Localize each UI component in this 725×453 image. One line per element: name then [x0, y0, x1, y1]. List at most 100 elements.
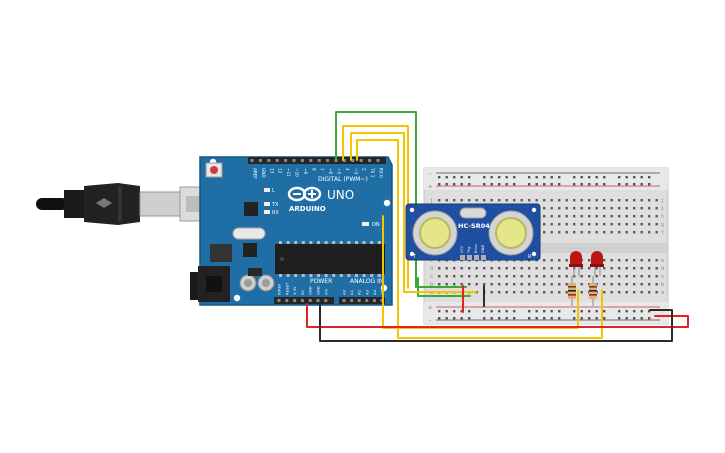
rail-hole[interactable] — [573, 176, 576, 179]
breadboard-hole[interactable] — [453, 199, 456, 202]
analog-pin[interactable] — [357, 299, 361, 302]
breadboard-hole[interactable] — [528, 275, 531, 278]
rail-hole[interactable] — [580, 310, 583, 313]
breadboard-hole[interactable] — [498, 283, 501, 286]
breadboard-hole[interactable] — [558, 267, 561, 270]
rail-hole[interactable] — [588, 310, 591, 313]
breadboard-hole[interactable] — [633, 215, 636, 218]
rail-hole[interactable] — [490, 317, 493, 320]
rail-hole[interactable] — [513, 317, 516, 320]
rail-hole[interactable] — [633, 317, 636, 320]
breadboard-hole[interactable] — [550, 291, 553, 294]
breadboard-hole[interactable] — [565, 275, 568, 278]
breadboard-hole[interactable] — [655, 223, 658, 226]
power-header[interactable] — [274, 297, 334, 304]
breadboard-hole[interactable] — [468, 275, 471, 278]
rail-hole[interactable] — [528, 310, 531, 313]
rail-hole[interactable] — [595, 317, 598, 320]
breadboard-hole[interactable] — [460, 267, 463, 270]
breadboard-hole[interactable] — [453, 275, 456, 278]
rail-hole[interactable] — [595, 310, 598, 313]
rail-hole[interactable] — [543, 183, 546, 186]
breadboard-hole[interactable] — [565, 259, 568, 262]
breadboard-hole[interactable] — [633, 259, 636, 262]
breadboard-hole[interactable] — [588, 199, 591, 202]
breadboard-hole[interactable] — [468, 199, 471, 202]
rail-hole[interactable] — [460, 176, 463, 179]
breadboard-hole[interactable] — [445, 199, 448, 202]
rail-hole[interactable] — [498, 317, 501, 320]
breadboard-hole[interactable] — [558, 199, 561, 202]
breadboard-hole[interactable] — [640, 283, 643, 286]
rail-hole[interactable] — [535, 310, 538, 313]
breadboard-hole[interactable] — [633, 231, 636, 234]
rail-hole[interactable] — [453, 183, 456, 186]
rail-hole[interactable] — [505, 183, 508, 186]
breadboard-hole[interactable] — [550, 267, 553, 270]
breadboard-hole[interactable] — [550, 199, 553, 202]
breadboard-hole[interactable] — [618, 207, 621, 210]
breadboard-hole[interactable] — [625, 259, 628, 262]
breadboard-hole[interactable] — [550, 223, 553, 226]
breadboard-hole[interactable] — [618, 267, 621, 270]
breadboard-hole[interactable] — [558, 223, 561, 226]
breadboard-hole[interactable] — [610, 207, 613, 210]
breadboard-hole[interactable] — [498, 199, 501, 202]
breadboard-hole[interactable] — [505, 267, 508, 270]
rail-hole[interactable] — [483, 317, 486, 320]
breadboard-hole[interactable] — [648, 291, 651, 294]
wire-green[interactable] — [335, 111, 467, 288]
rail-hole[interactable] — [580, 176, 583, 179]
breadboard-hole[interactable] — [573, 223, 576, 226]
digital-pin[interactable] — [342, 159, 346, 162]
breadboard-hole[interactable] — [655, 283, 658, 286]
breadboard-hole[interactable] — [550, 207, 553, 210]
rail-hole[interactable] — [603, 183, 606, 186]
breadboard-hole[interactable] — [535, 267, 538, 270]
rail-hole[interactable] — [580, 183, 583, 186]
digital-pin[interactable] — [284, 159, 288, 162]
power-pin[interactable] — [300, 299, 304, 302]
breadboard-hole[interactable] — [565, 291, 568, 294]
breadboard-hole[interactable] — [535, 199, 538, 202]
breadboard-hole[interactable] — [603, 215, 606, 218]
rail-hole[interactable] — [640, 176, 643, 179]
digital-pin[interactable] — [258, 159, 262, 162]
rail-hole[interactable] — [573, 183, 576, 186]
power-pin[interactable] — [293, 299, 297, 302]
wire-red[interactable] — [306, 303, 689, 328]
breadboard-hole[interactable] — [655, 259, 658, 262]
rail-hole[interactable] — [588, 183, 591, 186]
breadboard-hole[interactable] — [550, 231, 553, 234]
breadboard-hole[interactable] — [633, 291, 636, 294]
breadboard-hole[interactable] — [543, 223, 546, 226]
breadboard-hole[interactable] — [505, 291, 508, 294]
breadboard-hole[interactable] — [640, 267, 643, 270]
rail-hole[interactable] — [625, 183, 628, 186]
rail-hole[interactable] — [618, 176, 621, 179]
rail-hole[interactable] — [625, 310, 628, 313]
digital-pin[interactable] — [292, 159, 296, 162]
breadboard-hole[interactable] — [618, 215, 621, 218]
breadboard-hole[interactable] — [640, 199, 643, 202]
breadboard-hole[interactable] — [543, 275, 546, 278]
breadboard-hole[interactable] — [603, 259, 606, 262]
breadboard-hole[interactable] — [558, 275, 561, 278]
rail-hole[interactable] — [468, 183, 471, 186]
rail-hole[interactable] — [535, 183, 538, 186]
breadboard-hole[interactable] — [475, 283, 478, 286]
rail-hole[interactable] — [603, 310, 606, 313]
breadboard-hole[interactable] — [543, 267, 546, 270]
rail-hole[interactable] — [468, 176, 471, 179]
breadboard-hole[interactable] — [610, 223, 613, 226]
breadboard-hole[interactable] — [633, 199, 636, 202]
breadboard-hole[interactable] — [610, 259, 613, 262]
breadboard-hole[interactable] — [468, 267, 471, 270]
rail-hole[interactable] — [483, 183, 486, 186]
analog-pin[interactable] — [365, 299, 369, 302]
breadboard-hole[interactable] — [618, 291, 621, 294]
breadboard-hole[interactable] — [505, 199, 508, 202]
breadboard-hole[interactable] — [655, 207, 658, 210]
rail-hole[interactable] — [595, 183, 598, 186]
